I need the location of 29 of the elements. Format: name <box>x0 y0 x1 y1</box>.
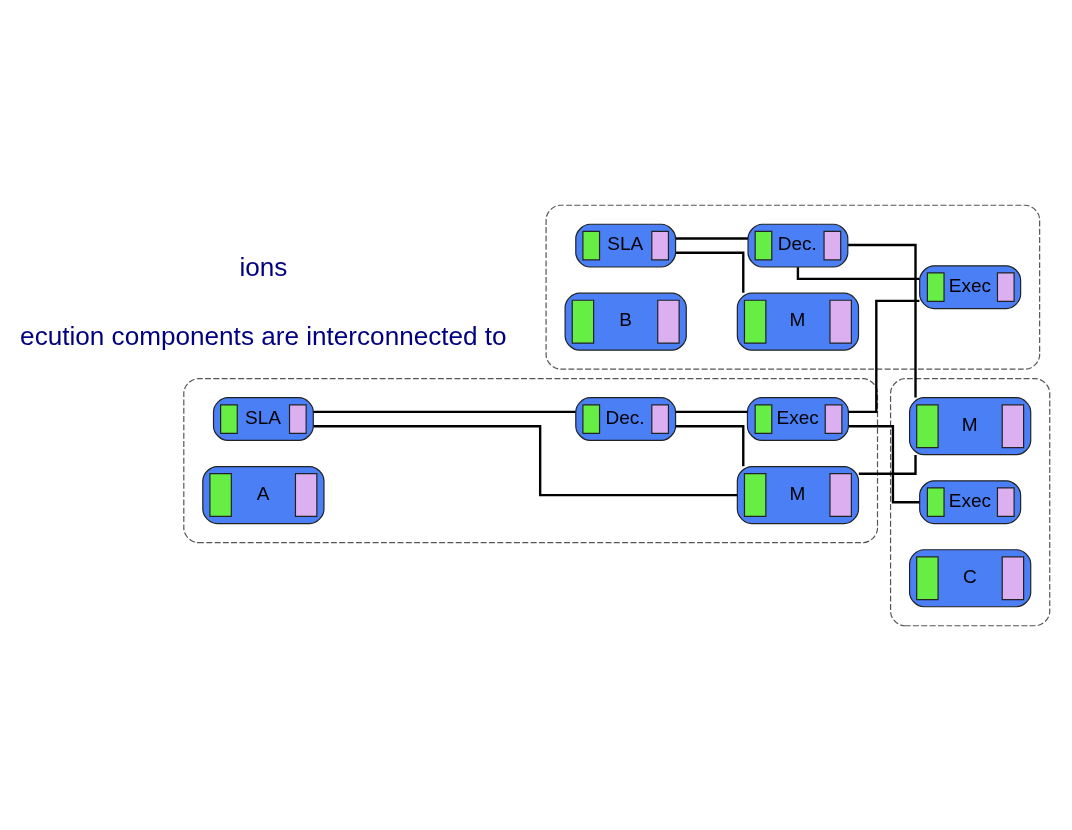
connector <box>675 251 745 293</box>
node-box: Dec. <box>575 396 677 441</box>
connector <box>848 299 920 413</box>
node-box: M <box>736 465 860 524</box>
cluster <box>545 204 1041 370</box>
connector <box>675 410 748 413</box>
label: ecution components are interconnected to <box>20 320 507 351</box>
cluster <box>183 377 879 543</box>
connector <box>796 266 920 280</box>
connector <box>313 424 738 496</box>
node-box: C <box>908 548 1032 607</box>
connector <box>848 424 920 503</box>
label: ions <box>239 251 288 282</box>
connector <box>848 243 917 397</box>
connector <box>675 424 745 466</box>
connector <box>313 410 576 413</box>
connector <box>675 236 748 240</box>
cluster <box>889 377 1051 626</box>
node-box: Exec <box>919 264 1022 309</box>
node-box: SLA <box>212 396 314 441</box>
connector <box>858 454 917 475</box>
node-box: B <box>564 292 687 351</box>
node-box: M <box>736 292 860 351</box>
node-box: A <box>202 465 325 524</box>
node-box: Exec <box>746 396 849 441</box>
node-box: Exec <box>919 479 1022 524</box>
node-box: Dec. <box>747 223 849 268</box>
node-box: M <box>908 396 1032 455</box>
node-box: SLA <box>575 223 677 268</box>
